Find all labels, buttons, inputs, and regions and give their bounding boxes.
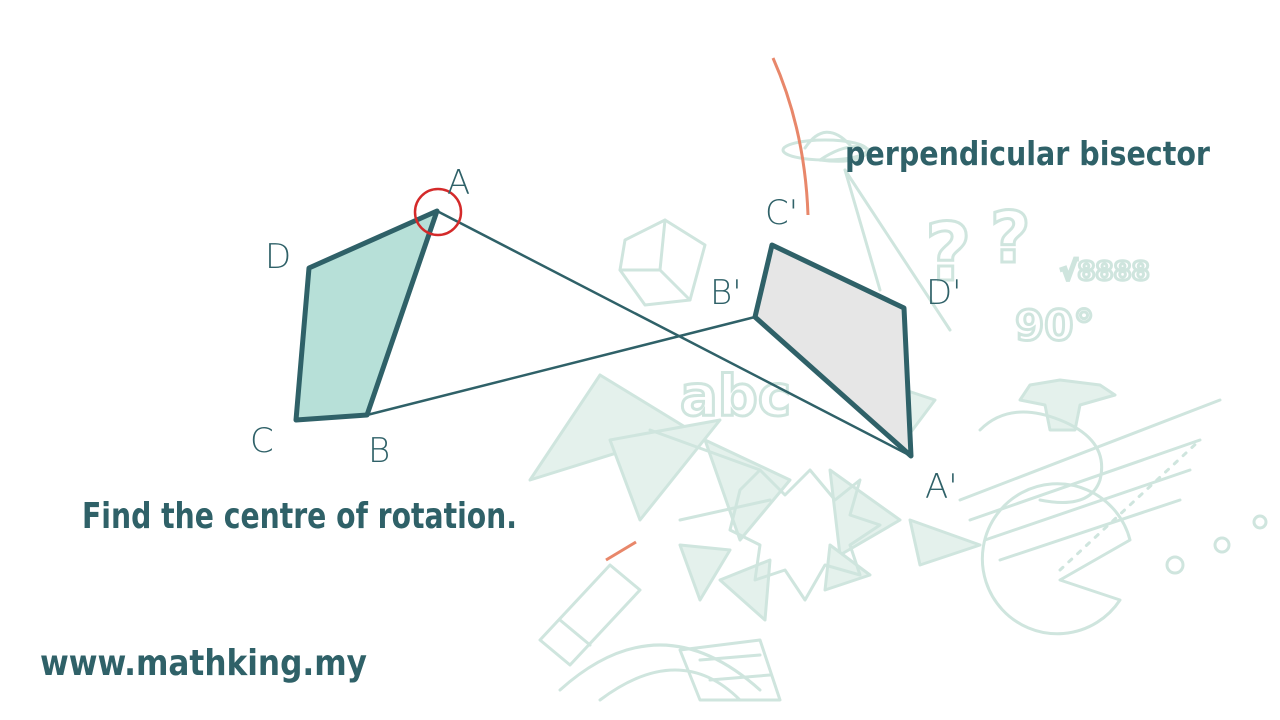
cube-doodle (618, 218, 707, 307)
circle-doodle-1 (1165, 555, 1185, 575)
website-url: www.mathking.my (40, 643, 367, 684)
question-title: Find the centre of rotation. (82, 496, 517, 537)
arrow-doodle (1018, 378, 1117, 432)
fan-lines-doodle (958, 398, 1222, 562)
triangle-doodle-1 (528, 373, 692, 482)
label-A: A (447, 163, 470, 203)
triangle-doodle-8 (908, 518, 982, 567)
triangle-doodle-4 (828, 468, 902, 557)
construction-arc-top (771, 57, 810, 216)
circle-doodle-2 (1213, 536, 1231, 554)
cone-doodle (818, 145, 952, 332)
label-D: D (265, 237, 291, 277)
dotted-line-doodle (1058, 438, 1202, 572)
quadrilateral-ABCD (293, 208, 440, 423)
circle-doodle-3 (1252, 514, 1268, 530)
line-B-to-B-prime (366, 315, 756, 417)
spiky-doodle (728, 468, 882, 602)
label-C: C (250, 421, 274, 461)
question-mark-doodle-1: ? (925, 206, 971, 299)
label-B: B (368, 431, 390, 471)
ufo-doodle (781, 130, 869, 162)
cone-lines-doodle (648, 428, 772, 522)
curve-doodle (558, 643, 762, 702)
line-A-to-A-prime (436, 209, 912, 458)
label-B-prime: B' (710, 273, 742, 313)
abc-doodle: abc (680, 364, 791, 429)
swirl-doodle (978, 410, 1104, 504)
grid-doodle (678, 638, 782, 702)
label-A-prime: A' (925, 467, 958, 507)
quadrilateral-A-prime-B-prime-C-prime-D-prime (752, 242, 914, 459)
annotation-perpendicular-bisector: perpendicular bisector (845, 134, 1210, 173)
background-doodles: ? ? √8888 90° abc (528, 130, 1268, 702)
triangle-doodle-5 (678, 543, 732, 602)
highlight-circle-A (413, 187, 463, 237)
sqrt-doodle: √8888 (1060, 257, 1150, 287)
question-mark-doodle-2: ? (990, 197, 1031, 279)
triangle-doodle-7 (823, 543, 872, 592)
pacman-doodle (980, 482, 1132, 636)
label-D-prime: D' (926, 273, 962, 313)
triangle-doodle-6 (718, 558, 772, 622)
pencil-doodle (538, 563, 642, 667)
triangle-doodle-3 (703, 438, 792, 542)
ninety-doodle: 90° (1015, 301, 1094, 350)
label-C-prime: C' (765, 193, 798, 233)
construction-arc-bottom (605, 540, 637, 562)
